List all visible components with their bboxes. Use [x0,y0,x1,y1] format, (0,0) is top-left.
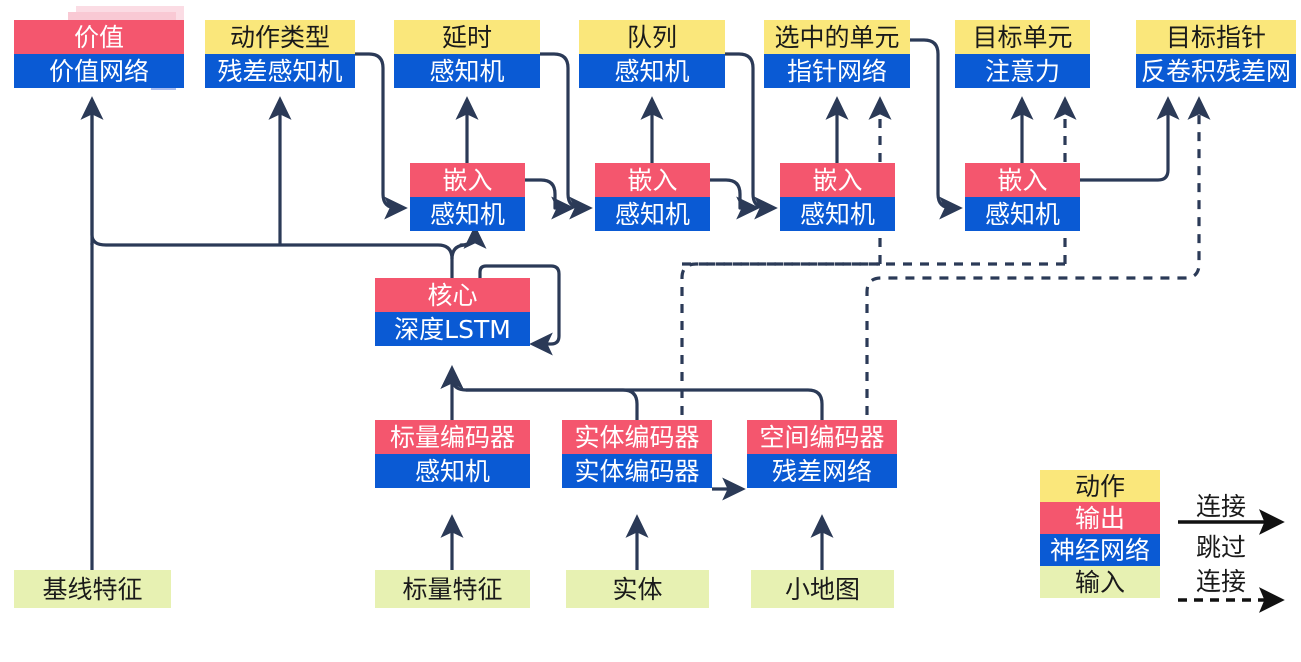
wire-embedding-1-chain-2 [525,178,575,220]
input-baseline-features-label: 基线特征 [14,570,171,608]
legend-connection-label: 连接 [1196,492,1247,521]
scalar-encoder-bottom-label: 感知机 [375,454,530,488]
entity-encoder-bottom-label: 实体编码器 [562,454,712,488]
wire-selected-to-embedding-4 [910,38,963,220]
input-scalar-features[interactable]: 标量特征 [375,570,530,608]
input-entities[interactable]: 实体 [566,570,709,608]
head-delay-bottom-label: 感知机 [394,54,540,88]
embedding-2[interactable]: 嵌入 感知机 [595,163,710,231]
scalar-encoder-top-label: 标量编码器 [375,420,530,454]
embedding-4-bottom-label: 感知机 [965,197,1080,231]
head-selected-units-top-label: 选中的单元 [764,20,910,54]
input-entities-label: 实体 [566,570,709,608]
input-minimap-label: 小地图 [751,570,894,608]
legend-skip-label-line1: 跳过 [1196,533,1247,562]
head-value-bottom-label: 价值网络 [14,54,184,88]
embedding-4[interactable]: 嵌入 感知机 [965,163,1080,231]
head-selected-units[interactable]: 选中的单元 指针网络 [764,20,910,88]
wire-bus-to-embedding-1 [450,225,487,260]
spatial-encoder[interactable]: 空间编码器 残差网络 [747,420,897,488]
embedding-3-top-label: 嵌入 [780,163,895,197]
embedding-1[interactable]: 嵌入 感知机 [410,163,525,231]
head-delay[interactable]: 延时 感知机 [394,20,540,88]
head-target-unit-bottom-label: 注意力 [955,54,1090,88]
legend-swatch-stack: 动作 输出 神经网络 输入 [1040,470,1160,598]
wire-embedding-4-to-target-point [1080,96,1180,182]
legend-network-label: 神经网络 [1040,534,1160,566]
embedding-2-top-label: 嵌入 [595,163,710,197]
wire-core-to-value-bus [90,100,454,278]
scalar-encoder[interactable]: 标量编码器 感知机 [375,420,530,488]
core-bottom-label: 深度LSTM [375,312,530,346]
wire-embedding-2-chain-3 [710,178,760,220]
skip-spatial-to-target-point [865,96,1211,449]
embedding-1-bottom-label: 感知机 [410,197,525,231]
embedding-2-bottom-label: 感知机 [595,197,710,231]
head-target-point[interactable]: 目标指针 反卷积残差网 [1136,20,1296,88]
entity-encoder[interactable]: 实体编码器 实体编码器 [562,420,712,488]
entity-encoder-top-label: 实体编码器 [562,420,712,454]
head-action-type-top-label: 动作类型 [205,20,355,54]
input-minimap[interactable]: 小地图 [751,570,894,608]
head-target-unit[interactable]: 目标单元 注意力 [955,20,1090,88]
head-value[interactable]: 价值 价值网络 [14,20,184,88]
head-queued-bottom-label: 感知机 [579,54,725,88]
embedding-1-top-label: 嵌入 [410,163,525,197]
input-scalar-features-label: 标量特征 [375,570,530,608]
head-target-unit-top-label: 目标单元 [955,20,1090,54]
spatial-encoder-top-label: 空间编码器 [747,420,897,454]
head-selected-units-bottom-label: 指针网络 [764,54,910,88]
input-baseline-features[interactable]: 基线特征 [14,570,171,608]
embedding-3[interactable]: 嵌入 感知机 [780,163,895,231]
legend-output-label: 输出 [1040,502,1160,534]
head-queued-top-label: 队列 [579,20,725,54]
legend-input-label: 输入 [1040,566,1160,598]
embedding-4-top-label: 嵌入 [965,163,1080,197]
embedding-3-bottom-label: 感知机 [780,197,895,231]
core-top-label: 核心 [375,278,530,312]
head-queued[interactable]: 队列 感知机 [579,20,725,88]
head-action-type-bottom-label: 残差感知机 [205,54,355,88]
spatial-encoder-bottom-label: 残差网络 [747,454,897,488]
head-action-type[interactable]: 动作类型 残差感知机 [205,20,355,88]
head-target-point-top-label: 目标指针 [1136,20,1296,54]
head-value-top-label: 价值 [14,20,184,54]
head-target-point-bottom-label: 反卷积残差网 [1136,54,1296,88]
core-lstm[interactable]: 核心 深度LSTM [375,278,530,346]
head-delay-top-label: 延时 [394,20,540,54]
legend-action-label: 动作 [1040,470,1160,502]
legend-skip-label-line2: 连接 [1196,567,1247,596]
